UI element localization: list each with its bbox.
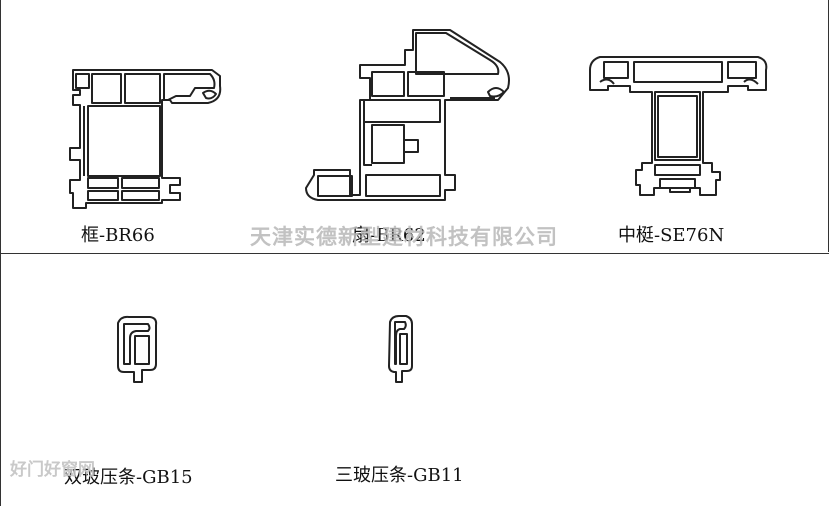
double-glazing-bead-label: 双玻压条-GB15 — [64, 467, 193, 488]
double-glazing-bead-icon — [117, 315, 158, 383]
mullion-profile-icon — [589, 56, 768, 196]
sash-profile-icon — [305, 29, 510, 201]
company-watermark: 天津实德新型建材科技有限公司 — [250, 225, 558, 249]
frame-profile-icon — [69, 69, 222, 209]
triple-glazing-bead-label: 三玻压条-GB11 — [335, 465, 464, 486]
site-watermark: 好门好窗网 — [10, 460, 95, 480]
frame-profile-label: 框-BR66 — [81, 225, 155, 246]
sash-profile-label: 扇-BR62 — [352, 225, 426, 246]
mullion-profile-label: 中梃-SE76N — [618, 225, 725, 246]
triple-glazing-bead-icon — [388, 315, 413, 383]
